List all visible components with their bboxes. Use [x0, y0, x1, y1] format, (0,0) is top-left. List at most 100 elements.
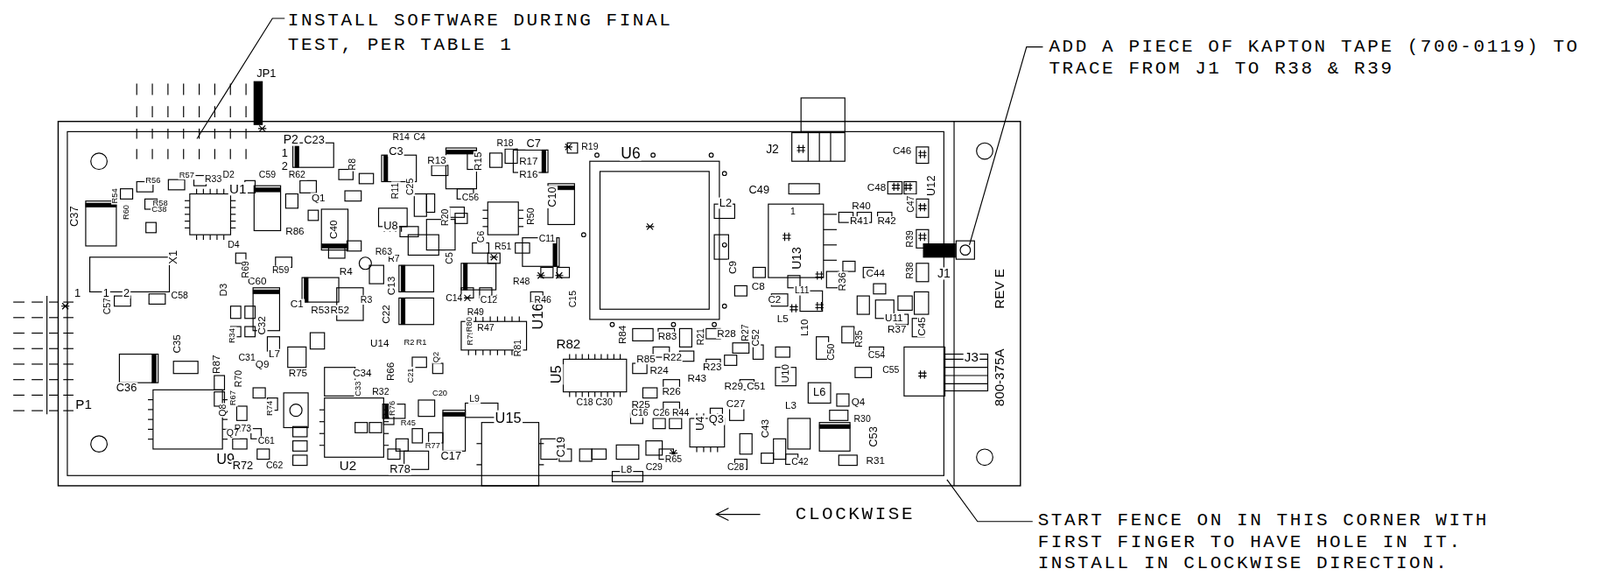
- ic-pin: [619, 354, 621, 360]
- part-label: R87: [210, 353, 222, 375]
- part-label: C59: [258, 170, 278, 180]
- smd-part: [807, 382, 831, 403]
- ic-pin: [511, 350, 513, 356]
- polarity-stripe: [294, 142, 300, 168]
- part-label: U13: [791, 245, 804, 271]
- part-label: C48: [866, 182, 888, 194]
- ic-pin: [613, 392, 615, 398]
- smd-part: [739, 433, 752, 454]
- part-label: P1: [74, 397, 93, 411]
- ic-pin: [230, 220, 236, 222]
- part-label: X1: [168, 249, 180, 266]
- ic-pin: [607, 354, 609, 360]
- header-pin: [230, 128, 232, 140]
- part-label: Q7: [225, 428, 240, 438]
- ic-pin: [709, 447, 711, 453]
- part-label: C58: [169, 291, 190, 301]
- smd-part: [734, 285, 747, 296]
- part-label: L11: [793, 286, 811, 295]
- part-label: R3: [359, 295, 374, 305]
- connector-pin: [945, 374, 989, 376]
- part-label: C50: [827, 342, 836, 362]
- header-pin: [63, 410, 74, 412]
- polarity-stripe: [321, 244, 348, 249]
- part-label: D3: [217, 281, 229, 297]
- part-label: R69: [241, 259, 251, 280]
- ic-pin: [147, 438, 154, 440]
- header-pin: [245, 84, 246, 96]
- smd-part: [773, 438, 786, 459]
- smd-part: [344, 190, 362, 202]
- header-pin: [13, 363, 25, 365]
- ic-pin: [468, 350, 470, 356]
- capacitor-body: [253, 185, 281, 231]
- ic-pin: [184, 220, 190, 222]
- part-label: R2: [402, 338, 415, 347]
- note-text: START FENCE ON IN THIS CORNER WITH FIRST…: [1038, 510, 1559, 575]
- part-label: C22: [381, 303, 393, 325]
- smd-part: [293, 426, 308, 437]
- smd-part: [293, 441, 308, 452]
- ic-pin: [518, 225, 524, 227]
- connector-pin: [823, 244, 837, 246]
- smd-part: [168, 179, 185, 190]
- ic-pin: [490, 350, 492, 356]
- ic-pin: [319, 409, 325, 411]
- part-label: C33: [354, 379, 363, 397]
- part-label: C15: [568, 289, 578, 309]
- part-label: C12: [479, 295, 499, 305]
- trimmer: [289, 404, 302, 417]
- smd-part: [842, 260, 856, 272]
- ic-pin: [518, 210, 524, 211]
- ic-pin: [600, 354, 602, 360]
- part-label: R1: [414, 338, 428, 347]
- smd-part: [842, 326, 855, 344]
- part-label: R33: [203, 175, 224, 184]
- ic-pin: [476, 463, 482, 465]
- part-label: R67: [229, 389, 238, 407]
- header-pin: [167, 84, 169, 96]
- connector-pin: [807, 131, 809, 162]
- part-label: R85: [635, 354, 657, 365]
- smd-part: [369, 265, 384, 284]
- ic-pin: [230, 227, 236, 229]
- part-label: JP1: [255, 68, 277, 80]
- part-label: U5: [548, 364, 563, 385]
- smd-part: [732, 343, 750, 354]
- via: [722, 242, 727, 247]
- part-label: C18: [575, 398, 595, 408]
- ic-body: [324, 398, 385, 458]
- part-label: R56: [144, 176, 162, 185]
- part-label: C45: [917, 315, 928, 337]
- ic-pin: [607, 392, 609, 398]
- ic-body: [153, 389, 223, 450]
- ic-pin: [184, 206, 190, 208]
- part-label: R70: [234, 369, 244, 389]
- ic-body: [487, 202, 519, 235]
- ic-pin: [511, 315, 513, 322]
- header-pin: [13, 378, 25, 380]
- smd-part: [487, 252, 500, 264]
- part-label: R30: [852, 414, 872, 424]
- part-label: C25: [405, 177, 415, 197]
- part-label: R21: [696, 327, 706, 347]
- via: [610, 322, 615, 327]
- header-pin: [245, 128, 246, 140]
- ic-pin: [518, 217, 524, 219]
- part-label: R60: [122, 203, 131, 221]
- part-label: R48: [512, 277, 532, 287]
- mounting-hole: [976, 449, 994, 466]
- star-mark: [61, 302, 70, 309]
- ic-pin: [184, 200, 190, 202]
- via: [651, 153, 656, 158]
- header-pin: [49, 394, 58, 396]
- smd-part: [283, 392, 309, 429]
- part-label: R27: [741, 322, 751, 343]
- part-label: R29: [722, 381, 744, 393]
- smd-part: [309, 332, 324, 350]
- board-outline: [57, 121, 1020, 486]
- capacitor-body: [445, 147, 477, 190]
- part-label: R53: [309, 305, 331, 316]
- header-pin: [63, 394, 74, 396]
- part-label: R17: [518, 155, 540, 167]
